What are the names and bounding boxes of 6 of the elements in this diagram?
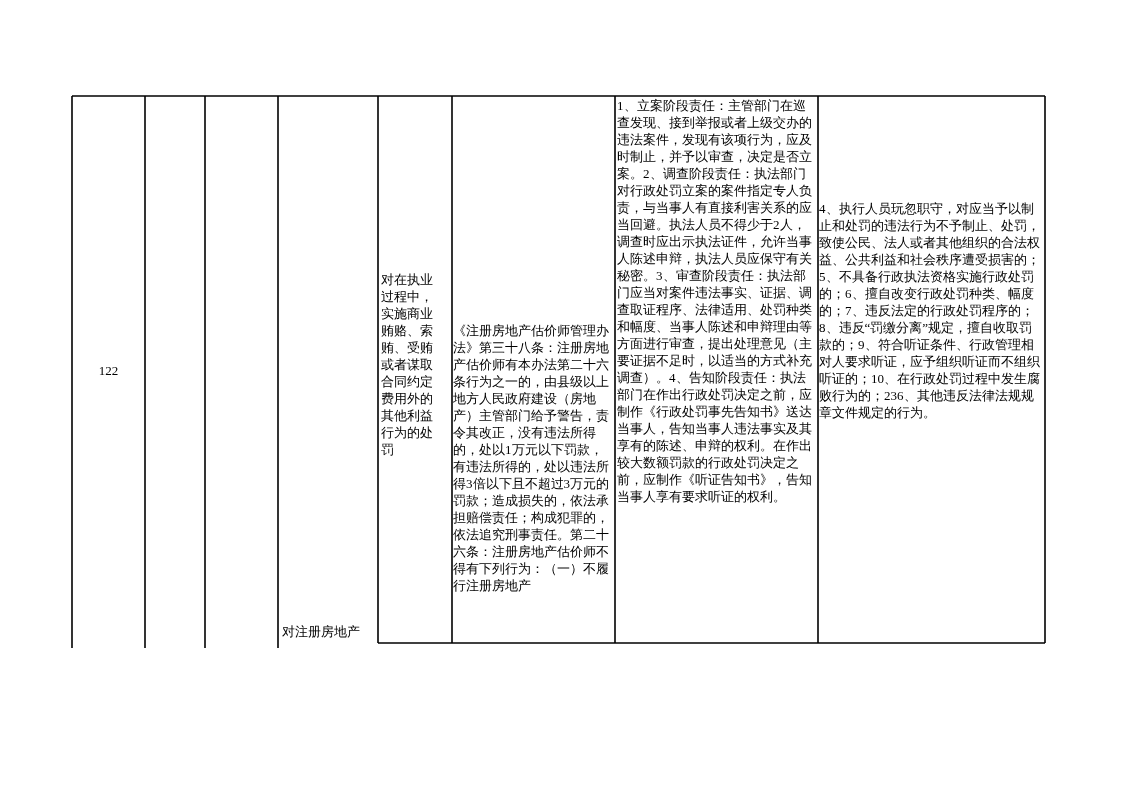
legal-basis-text: 《注册房地产估价师管理办法》第三十八条：注册房地产估价师有本办法第二十六条行为之一的，由县级以上地方人民政府建设（房地产）主管部门给予警告，责令其改正，没有违法所得的，处以1万元以下罚款，有违法所得的，处以违法所得3倍以下且不超过3万元的罚款；造成损失的，依法承担赔偿责任；构成犯罪的，依法追究刑事责任。第二十六条：注册房地产估价师不得有下列行为：（一）不履行注册房地产 xyxy=(453,322,610,594)
row-number: 122 xyxy=(97,362,120,379)
responsibility-text: 1、立案阶段责任：主管部门在巡查发现、接到举报或者上级交办的违法案件，发现有该项行为，应及时制止，并予以审查，决定是否立案。2、调查阶段责任：执法部门对行政处罚立案的案件指定专人负责，与当事人有直接利害关系的应当回避。执法人员不得少于2人，调查时应出示执法证件，允许当事人陈述申辩，执法人员应保守有关秘密。3、审查阶段责任：执法部门应当对案件违法事实、证据、调查取证程序、法律适用、处罚种类和幅度、当事人陈述和申辩理由等方面进行审查，提出处理意见（主要证据不足时，以适当的方式补充调查）。4、告知阶段责任：执法部门在作出行政处罚决定之前，应制作《行政处罚事先告知书》送达当事人，告知当事人违法事实及其享有的陈述、申辩的权利。在作出较大数额罚款的行政处罚决定之前，应制作《听证告知书》，告知当事人享有要求听证的权利。 xyxy=(617,97,813,505)
accountability-text: 4、执行人员玩忽职守，对应当予以制止和处罚的违法行为不予制止、处罚，致使公民、法人或者其他组织的合法权益、公共利益和社会秩序遭受损害的；5、不具备行政执法资格实施行政处罚的；6、擅自改变行政处罚种类、幅度的；7、违反法定的行政处罚程序的；8、违反“罚缴分离”规定，擅自收取罚款的；9、符合听证条件、行政管理相对人要求听证，应予组织听证而不组织听证的；10、在行政处罚过程中发生腐败行为的；236、其他违反法律法规规章文件规定的行为。 xyxy=(819,200,1041,421)
penalty-item-text: 对在执业过程中，实施商业贿赂、索贿、受贿或者谋取合同约定费用外的其他利益行为的处罚 xyxy=(381,271,434,458)
item-name-text: 对注册房地产 xyxy=(282,623,361,640)
